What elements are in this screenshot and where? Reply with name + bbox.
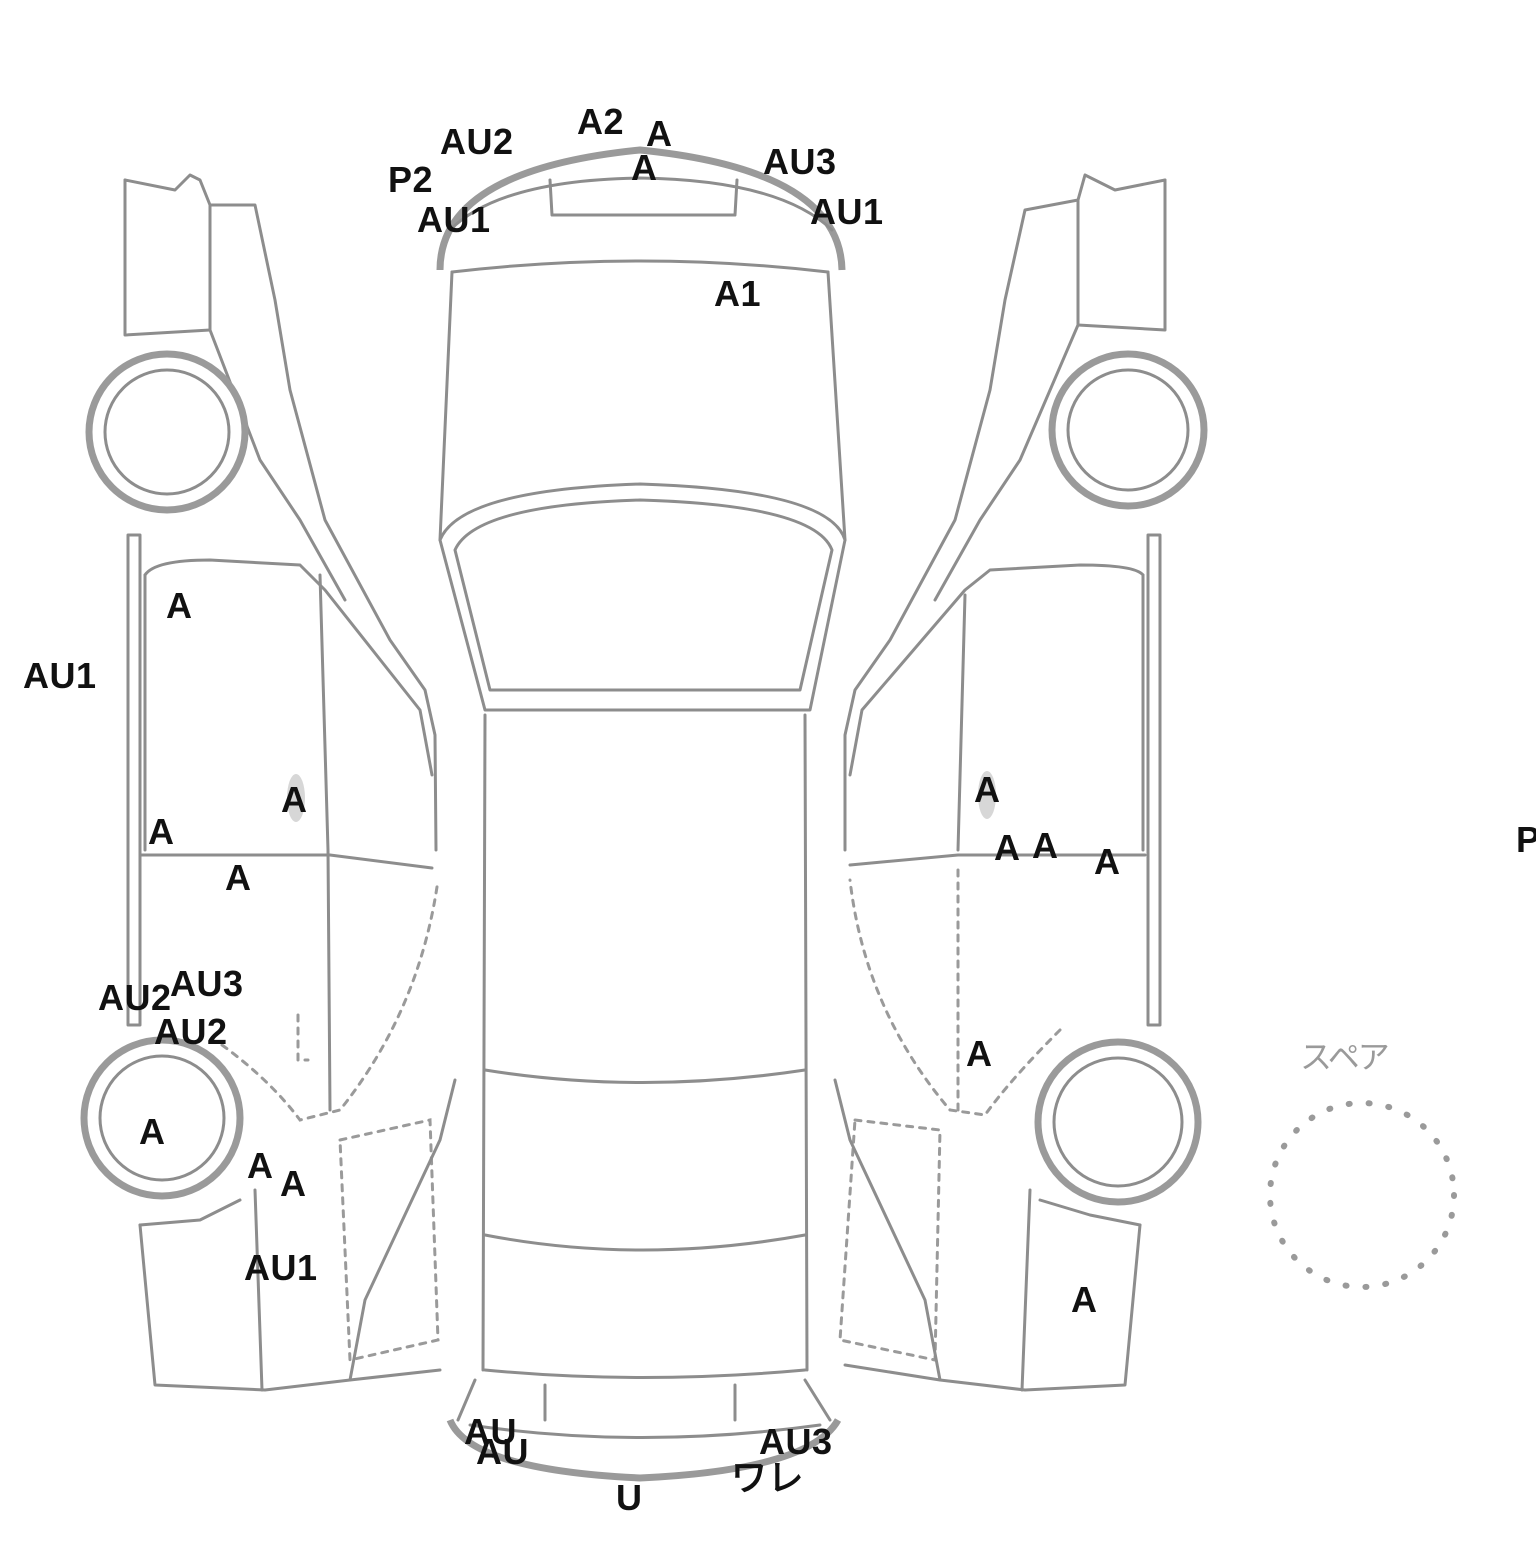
rear-bumper-mark-crack: ワレ	[731, 1457, 805, 1498]
left-side-sill	[126, 533, 142, 1027]
front-bumper-mark-a-top: A	[646, 113, 673, 154]
right-belt-mark-a3: A	[1094, 841, 1121, 882]
left-sill-mark-au2-a: AU2	[98, 977, 172, 1018]
right-window	[848, 563, 1145, 777]
left-window-mark-a: A	[166, 585, 193, 626]
left-rear-mark-a2: A	[280, 1163, 307, 1204]
left-belt-mark-a: A	[148, 811, 175, 852]
spare-label: スペア	[1300, 1038, 1390, 1076]
rear-bumper-mark-au-b: AU	[476, 1431, 529, 1472]
hood-mark-a1: A1	[714, 273, 762, 314]
left-rear-mark-au1: AU1	[244, 1247, 318, 1288]
right-front-wheel	[1048, 350, 1208, 510]
left-belt-line	[138, 853, 434, 870]
front-bumper	[436, 146, 846, 271]
rear-bumper-mark-au3: AU3	[759, 1421, 833, 1462]
front-bumper-mark-au1-left: AU1	[417, 199, 491, 240]
front-bumper-mark-au1-right: AU1	[810, 191, 884, 232]
left-front-wheel	[85, 350, 249, 514]
edge-mark-p: P	[1516, 819, 1536, 860]
hood	[438, 270, 847, 542]
right-side-view	[833, 173, 1208, 1392]
front-bumper-mark-a2: A2	[577, 101, 625, 142]
left-side-view	[80, 173, 457, 1392]
left-rear-mark-a1: A	[247, 1145, 274, 1186]
left-rear-wheel	[80, 1036, 244, 1200]
right-handle-mark-a: A	[974, 769, 1001, 810]
right-door-handle	[978, 771, 996, 819]
right-rear-mark-a: A	[1071, 1279, 1098, 1320]
left-handle-mark-a: A	[281, 779, 308, 820]
right-front-panel	[843, 173, 1167, 852]
left-wheel-mark-a: A	[139, 1111, 166, 1152]
roof	[481, 713, 809, 1372]
rear-bumper-mark-au-a: AU	[464, 1411, 517, 1452]
front-bumper-mark-p2: P2	[388, 159, 434, 200]
left-door-handle	[287, 774, 305, 822]
windshield	[438, 482, 847, 712]
right-belt-line	[848, 853, 1147, 867]
left-front-panel	[123, 173, 438, 852]
left-rear-bumper	[138, 1223, 442, 1392]
top-view	[436, 146, 847, 1482]
front-bumper-mark-au3: AU3	[763, 141, 837, 182]
right-fender-mark-a: A	[966, 1033, 993, 1074]
right-rear-wheel	[1034, 1038, 1202, 1206]
right-belt-mark-a2: A	[1032, 825, 1059, 866]
right-side-sill	[1146, 533, 1162, 1027]
left-door-mark-a: A	[225, 857, 252, 898]
rear-bumper	[446, 1418, 842, 1482]
left-window	[143, 558, 434, 777]
left-fender-mark-au2-b: AU2	[154, 1011, 228, 1052]
right-belt-mark-a1: A	[994, 827, 1021, 868]
spare-tire	[1267, 1100, 1457, 1290]
left-sill-mark-au3: AU3	[170, 963, 244, 1004]
front-bumper-mark-au2: AU2	[440, 121, 514, 162]
left-side-mark-au1: AU1	[23, 655, 97, 696]
rear-bumper-mark-u: U	[616, 1477, 643, 1518]
front-bumper-mark-a-mid: A	[631, 147, 658, 188]
right-rear-bumper	[843, 1223, 1142, 1392]
